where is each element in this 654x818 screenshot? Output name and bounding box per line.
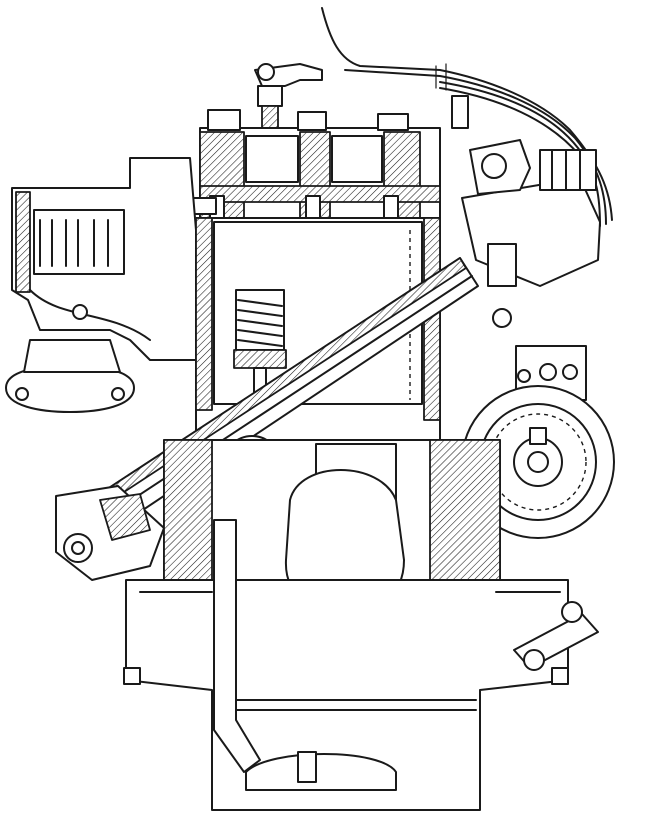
valve-spring xyxy=(233,289,287,395)
dipstick-tube xyxy=(213,519,261,773)
exhaust-flange xyxy=(5,339,135,413)
cylinder-head xyxy=(199,127,441,221)
oil-strainer xyxy=(245,751,397,791)
spark-plug xyxy=(254,63,323,129)
distributor xyxy=(451,95,601,328)
oil-filter xyxy=(513,601,599,671)
intake-manifold xyxy=(11,157,197,361)
ignition-cable xyxy=(321,7,613,227)
